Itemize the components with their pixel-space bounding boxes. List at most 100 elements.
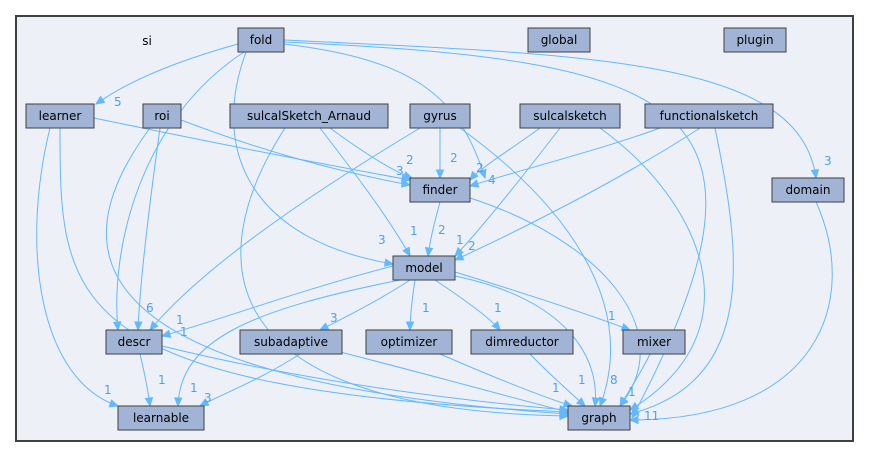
node-label: model: [405, 261, 442, 275]
node-graph[interactable]: graph: [567, 405, 631, 431]
node-mixer[interactable]: mixer: [622, 329, 686, 355]
node-model[interactable]: model: [392, 255, 456, 281]
node-label: dimreductor: [485, 335, 559, 349]
edge-label: 2: [450, 151, 458, 165]
edge-arrowhead: [454, 246, 464, 257]
edge-gyrus-to-descr: 1: [149, 127, 421, 331]
cluster-si[interactable]: [15, 15, 854, 442]
edge-label: 3: [396, 164, 404, 178]
edge-arrowhead: [112, 321, 122, 332]
edge-functionalsketch-to-finder: 4: [468, 127, 661, 188]
edge-arrowhead: [628, 415, 639, 425]
node-box[interactable]: [365, 329, 453, 355]
node-box[interactable]: [239, 329, 343, 355]
edge-arrowhead: [173, 397, 183, 408]
edge-line: [454, 271, 631, 331]
node-box[interactable]: [142, 103, 182, 129]
edge-arrowhead: [160, 329, 172, 338]
node-fold[interactable]: fold: [237, 27, 285, 53]
node-box[interactable]: [237, 27, 285, 53]
node-descr[interactable]: descr: [105, 329, 163, 355]
edge-label: 3: [824, 154, 832, 168]
node-box[interactable]: [622, 329, 686, 355]
node-box[interactable]: [409, 103, 471, 129]
edge-arrowhead: [400, 179, 412, 188]
edge-line: [454, 127, 701, 261]
edge-label: 1: [176, 313, 184, 327]
node-roi[interactable]: roi: [142, 103, 182, 129]
node-label: optimizer: [381, 335, 438, 349]
edge-line: [599, 127, 705, 411]
node-label: plugin: [736, 33, 773, 47]
edge-model-to-dimreductor: 1: [434, 279, 502, 331]
edge-functionalsketch-to-model: 2: [453, 127, 701, 261]
edge-line: [161, 345, 569, 411]
edge-line: [439, 353, 573, 407]
edge-arrowhead: [94, 95, 106, 105]
edge-subadaptive-to-graph: [339, 351, 570, 415]
node-domain[interactable]: domain: [771, 177, 845, 203]
edge-arrowhead: [575, 397, 586, 407]
edge-gyrus-to-graph: [459, 127, 611, 408]
node-learner[interactable]: learner: [25, 103, 95, 129]
edge-label: 1: [628, 385, 636, 399]
node-label: graph: [581, 411, 616, 425]
edge-fold-to-finder: [283, 43, 487, 180]
edge-arrowhead: [405, 321, 415, 332]
node-sulcalsketch-arnaud[interactable]: sulcalSketch_Arnaud: [229, 103, 389, 129]
node-gyrus[interactable]: gyrus: [409, 103, 471, 129]
node-box[interactable]: [519, 103, 621, 129]
edge-label: 6: [146, 301, 154, 315]
edge-finder-to-model: 2: [424, 201, 446, 258]
node-box[interactable]: [771, 177, 845, 203]
edge-line: [180, 119, 411, 186]
node-box[interactable]: [409, 177, 471, 203]
edge-arrowhead: [383, 258, 395, 267]
edge-line: [95, 43, 239, 105]
node-label: subadaptive: [254, 335, 328, 349]
node-finder[interactable]: finder: [409, 177, 471, 203]
edge-sulcalsketch-to-model: 1: [454, 127, 561, 257]
node-box[interactable]: [117, 405, 205, 431]
node-box[interactable]: [25, 103, 95, 129]
edge-arrowhead: [402, 246, 411, 258]
node-box[interactable]: [644, 103, 774, 129]
edge-line: [161, 265, 394, 337]
node-label: finder: [422, 183, 457, 197]
node-box[interactable]: [723, 27, 787, 53]
edge-line: [233, 51, 394, 265]
node-box[interactable]: [527, 27, 591, 53]
node-plugin[interactable]: plugin: [723, 27, 787, 53]
edge-label: 1: [608, 309, 616, 323]
edge-label: 4: [488, 173, 496, 187]
node-sulcalsketch[interactable]: sulcalsketch: [519, 103, 621, 129]
edge-label: 1: [456, 233, 464, 247]
edge-line: [459, 127, 611, 407]
node-global[interactable]: global: [527, 27, 591, 53]
node-dimreductor[interactable]: dimreductor: [470, 329, 574, 355]
cluster-label: si: [142, 34, 152, 48]
node-label: descr: [118, 335, 151, 349]
node-optimizer[interactable]: optimizer: [365, 329, 453, 355]
edge-arrowhead: [591, 397, 601, 408]
node-box[interactable]: [567, 405, 631, 431]
node-label: learnable: [133, 411, 189, 425]
node-learnable[interactable]: learnable: [117, 405, 205, 431]
node-label: sulcalsketch: [533, 109, 607, 123]
edge-learner-to-learnable: 1: [36, 127, 120, 408]
node-functionalsketch[interactable]: functionalsketch: [644, 103, 774, 129]
node-box[interactable]: [105, 329, 163, 355]
edge-arrowhead: [108, 399, 120, 408]
node-subadaptive[interactable]: subadaptive: [239, 329, 343, 355]
node-label: domain: [786, 183, 831, 197]
edge-label: 2: [438, 223, 446, 237]
edge-domain-to-graph: 11: [628, 201, 833, 425]
edge-line: [283, 39, 817, 179]
edge-label: 11: [644, 409, 659, 423]
node-box[interactable]: [392, 255, 456, 281]
node-box[interactable]: [470, 329, 574, 355]
node-box[interactable]: [229, 103, 389, 129]
edge-model-to-subadaptive: 3: [318, 279, 411, 331]
edge-optimizer-to-graph: 1: [439, 353, 574, 408]
